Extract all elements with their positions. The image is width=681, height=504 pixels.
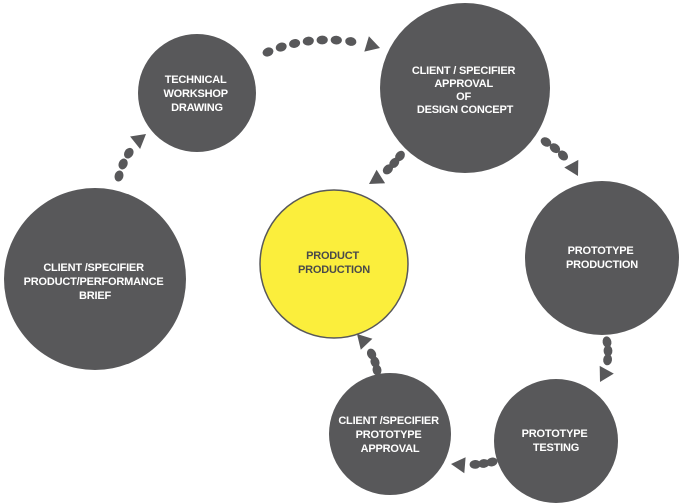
node-brief-line-1: CLIENT /SPECIFIER xyxy=(43,262,144,274)
node-brief: CLIENT /SPECIFIER PRODUCT/PERFORMANCE BR… xyxy=(4,188,186,370)
node-drawing-label: TECHNICAL WORKSHOP DRAWING xyxy=(163,74,230,114)
connector-dot xyxy=(302,36,314,46)
node-drawing-line-1: TECHNICAL xyxy=(165,74,227,86)
node-prototype-production-circle xyxy=(525,181,679,335)
connector-concept-to-product-production xyxy=(369,150,405,184)
connector-prototype-testing-to-prototype-approval xyxy=(451,457,498,474)
connector-dot xyxy=(366,348,377,360)
node-drawing-circle xyxy=(138,34,256,152)
arrowhead-icon xyxy=(451,457,466,474)
node-prototype-approval-circle xyxy=(329,373,451,495)
connector-dot xyxy=(275,42,287,52)
connector-dot xyxy=(540,137,552,147)
node-concept-label: CLIENT / SPECIFIER APPROVAL OF DESIGN CO… xyxy=(412,65,518,116)
node-prototype-production-line-2: PRODUCTION xyxy=(566,259,638,271)
node-prototype-approval-line-1: CLIENT /SPECIFIER xyxy=(338,415,439,427)
connector-dot xyxy=(603,345,613,357)
node-prototype-testing-label: PROTOTYPE TESTING xyxy=(522,428,591,454)
connector-dot xyxy=(316,35,328,45)
node-brief-line-3: BRIEF xyxy=(79,290,111,302)
node-drawing-line-3: DRAWING xyxy=(171,102,223,114)
node-concept-line-4: DESIGN CONCEPT xyxy=(417,104,514,116)
node-brief-label: CLIENT /SPECIFIER PRODUCT/PERFORMANCE BR… xyxy=(24,262,167,302)
node-prototype-approval: CLIENT /SPECIFIER PROTOTYPE APPROVAL xyxy=(329,373,451,495)
connector-prototype-production-to-prototype-testing xyxy=(599,336,614,382)
node-prototype-testing: PROTOTYPE TESTING xyxy=(494,379,618,503)
connector-dot xyxy=(330,35,342,45)
node-prototype-testing-line-1: PROTOTYPE xyxy=(522,428,588,440)
arrowhead-icon xyxy=(564,159,579,176)
arrowhead-icon xyxy=(130,134,146,149)
connector-dot xyxy=(603,354,613,366)
node-brief-circle xyxy=(4,188,186,370)
arrowhead-icon xyxy=(364,36,380,52)
node-prototype-testing-circle xyxy=(494,379,618,503)
node-concept-line-2: APPROVAL xyxy=(434,78,493,90)
arrowhead-icon xyxy=(357,334,373,350)
connector-dot xyxy=(114,170,124,182)
node-prototype-testing-line-2: TESTING xyxy=(533,442,579,454)
arrowhead-icon xyxy=(369,169,386,184)
connector-dot xyxy=(345,37,357,46)
connector-dot xyxy=(289,39,301,48)
node-prototype-approval-line-3: APPROVAL xyxy=(361,443,420,455)
node-concept-line-1: CLIENT / SPECIFIER xyxy=(412,65,516,77)
node-prototype-approval-line-2: PROTOTYPE xyxy=(356,429,422,441)
node-drawing-line-2: WORKSHOP xyxy=(163,88,227,100)
connector-dot xyxy=(478,459,490,468)
connector-dot xyxy=(469,459,481,469)
connector-prototype-approval-to-product-production xyxy=(357,334,382,376)
connector-dot xyxy=(549,143,561,154)
node-prototype-approval-label: CLIENT /SPECIFIER PROTOTYPE APPROVAL xyxy=(338,415,441,455)
connector-dot xyxy=(602,336,612,348)
node-product-production-line-2: PRODUCTION xyxy=(298,264,370,276)
node-product-production-circle xyxy=(259,189,409,339)
connector-dot xyxy=(124,147,134,159)
arrowhead-icon xyxy=(599,365,614,382)
connector-brief-to-drawing xyxy=(114,134,146,182)
node-drawing: TECHNICAL WORKSHOP DRAWING xyxy=(138,34,256,152)
connector-dot xyxy=(382,164,393,175)
connector-drawing-to-concept xyxy=(262,35,380,57)
node-concept-circle xyxy=(380,3,550,173)
connector-dot xyxy=(262,47,274,57)
connector-concept-to-prototype-production xyxy=(540,137,579,176)
connector-dot xyxy=(557,150,569,161)
node-prototype-production: PROTOTYPE PRODUCTION xyxy=(525,181,679,335)
node-product-production-line-1: PRODUCT xyxy=(306,250,359,262)
node-product-production-label: PRODUCT PRODUCTION xyxy=(298,250,370,276)
node-product-production: PRODUCT PRODUCTION xyxy=(259,189,409,339)
node-prototype-production-label: PROTOTYPE PRODUCTION xyxy=(566,245,638,271)
node-concept: CLIENT / SPECIFIER APPROVAL OF DESIGN CO… xyxy=(380,3,550,173)
node-prototype-production-line-1: PROTOTYPE xyxy=(568,245,634,257)
connector-dot xyxy=(118,158,128,170)
node-concept-line-3: OF xyxy=(456,91,471,103)
connector-layer xyxy=(114,35,614,474)
node-brief-line-2: PRODUCT/PERFORMANCE xyxy=(24,276,164,288)
